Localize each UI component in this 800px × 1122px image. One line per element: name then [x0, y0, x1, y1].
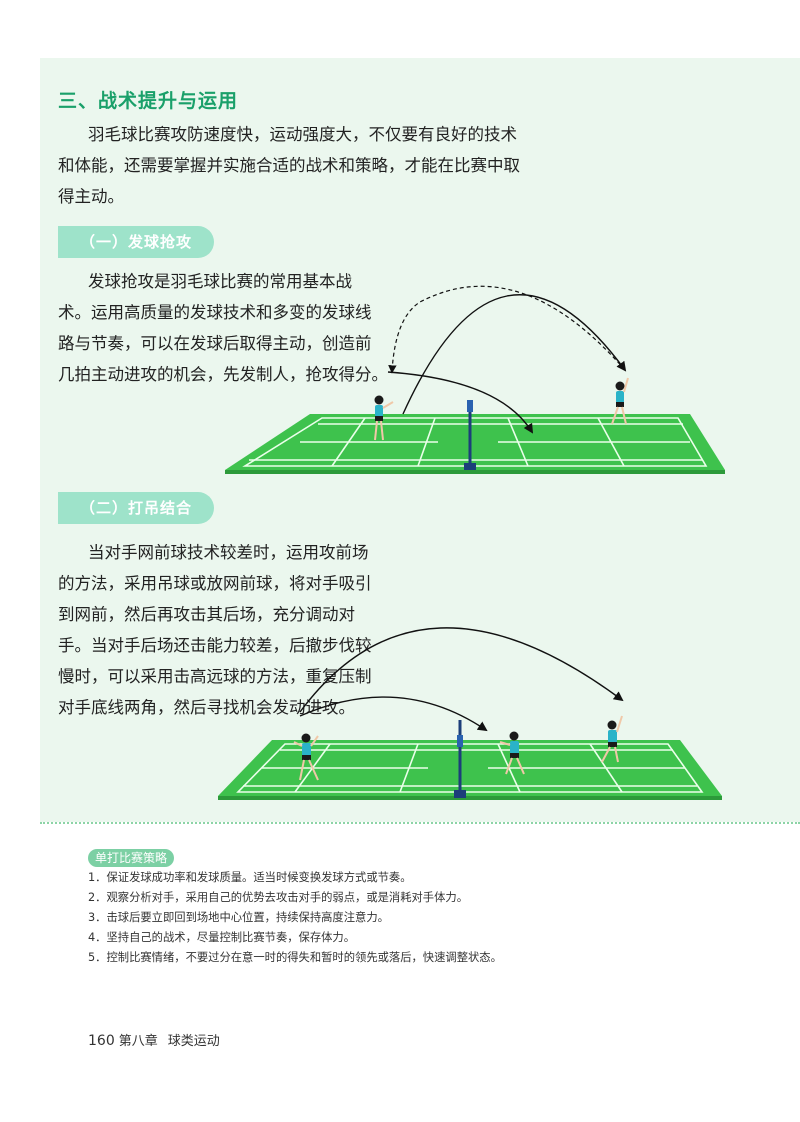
badminton-court-1 [225, 400, 725, 474]
trajectory-arrow [402, 294, 627, 415]
page-number: 160 [88, 1033, 115, 1049]
text-line: 手。当对手后场还击能力较差，后撤步伐较 [58, 636, 372, 655]
badminton-court-2 [218, 720, 722, 800]
tip-item: 5．控制比赛情绪，不要过分在意一时的得失和暂时的领先或落后，快速调整状态。 [88, 951, 502, 964]
tip-item: 1．保证发球成功率和发球质量。适当时候变换发球方式或节奏。 [88, 871, 412, 884]
subsection-2-label: （二）打吊结合 [58, 492, 214, 524]
trajectory-arrow-dashed [388, 285, 626, 374]
player-icon [293, 733, 319, 781]
chapter-topic: 球类运动 [167, 1034, 220, 1049]
trajectory-arrow [387, 371, 534, 434]
player-icon [499, 731, 525, 775]
text-line: 发球抢攻是羽毛球比赛的常用基本战 [88, 272, 352, 291]
text-line: 对手底线两角，然后寻找机会发动进攻。 [58, 698, 355, 717]
tip-item: 3．击球后要立即回到场地中心位置，持续保持高度注意力。 [88, 911, 389, 924]
section-title: 三、战术提升与运用 [58, 90, 239, 112]
text-line: 几拍主动进攻的机会，先发制人，抢攻得分。 [58, 365, 388, 384]
text-line: 慢时，可以采用击高远球的方法，重复压制 [58, 667, 372, 686]
text-line: 的方法，采用吊球或放网前球，将对手吸引 [58, 574, 372, 593]
intro-line: 羽毛球比赛攻防速度快，运动强度大，不仅要有良好的技术 [88, 125, 517, 144]
intro-line: 得主动。 [58, 187, 124, 206]
player-icon [374, 395, 394, 441]
tip-item: 4．坚持自己的战术，尽量控制比赛节奏，保存体力。 [88, 931, 356, 944]
trajectory-arrow [299, 627, 624, 713]
text-line: 路与节奏，可以在发球后取得主动，创造前 [58, 334, 372, 353]
chapter-label: 第八章 [118, 1034, 158, 1049]
tips-label: 单打比赛策略 [88, 849, 175, 867]
text-line: 术。运用高质量的发球技术和多变的发球线 [58, 303, 372, 322]
player-icon [611, 377, 629, 425]
player-icon [601, 715, 623, 763]
tips-list: 1．保证发球成功率和发球质量。适当时候变换发球方式或节奏。 2．观察分析对手，采… [88, 868, 502, 968]
tip-item: 2．观察分析对手，采用自己的优势去攻击对手的弱点，或是消耗对手体力。 [88, 891, 468, 904]
intro-line: 和体能，还需要掌握并实施合适的战术和策略，才能在比赛中取 [58, 156, 520, 175]
text-line: 当对手网前球技术较差时，运用攻前场 [88, 543, 369, 562]
text-line: 到网前，然后再攻击其后场，充分调动对 [58, 605, 355, 624]
panel-dotted-border [40, 822, 800, 824]
subsection-1-label: （一）发球抢攻 [58, 226, 214, 258]
trajectory-arrow [299, 696, 488, 732]
